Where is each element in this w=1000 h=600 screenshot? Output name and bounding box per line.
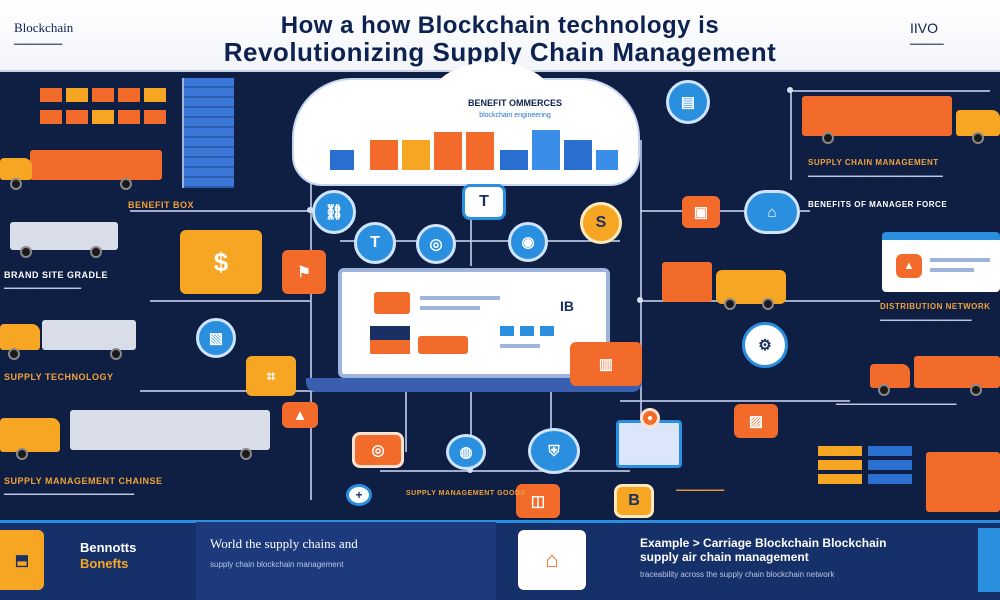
growth-chart-icon[interactable]: ⌂ [518,530,586,590]
benefits-icon[interactable]: ⬒ [0,530,44,590]
label-left-2-sub: ━━━━━━━━━━━━━━━━ [4,284,82,293]
tools-icon[interactable]: ⚙ [742,322,788,368]
screen-block-1 [374,292,410,314]
s-icon[interactable]: S [580,202,622,244]
pin-icon[interactable]: ● [640,408,660,428]
label-right-2-sub: ━━━━━━━━━━━━━━━━━━━━━━━━━━━━ [808,172,943,181]
t-icon-2[interactable]: T [354,222,396,264]
cloud-title: BENEFIT OMMERCES [467,98,562,108]
cloud-bars [330,130,620,170]
label-right-3: DISTRIBUTION NETWORK [880,302,991,311]
bottom-right-accent [978,528,1000,592]
b-icon[interactable]: B [614,484,654,518]
page-title-line2: Revolutionizing Supply Chain Management [223,37,777,67]
cloud-top [432,62,552,132]
label-left-2: BRAND SITE GRADLE [4,270,109,280]
label-right-4-sub: ━━━━━━━━━━━━━━━━━━━━━━━━━ [836,400,957,409]
screen-block-2 [370,326,410,354]
truck-icon-mid-left [0,320,140,360]
building-icon [182,78,234,188]
laptop-base [306,378,642,392]
truck-icon-top-right [802,96,1000,146]
forklift-icon [662,262,792,310]
document-panel [616,420,682,468]
label-right-2: SUPPLY CHAIN MANAGEMENT [808,158,939,167]
clipboard-icon[interactable]: ▣ [682,196,720,228]
label-left-3: SUPPLY TECHNOLOGY [4,372,114,382]
cart-icon[interactable]: ⌂ [744,190,800,234]
brand-left: Blockchain [14,20,74,35]
screen-badge [418,336,468,354]
cloud-subtitle: blockchain engineering [479,112,551,119]
label-right-3-sub: ━━━━━━━━━━━━━━━━━━━ [880,316,972,325]
label-right-1: BENEFITS OF MANAGER FORCE [808,200,948,209]
package-icon-center[interactable]: ▥ [570,342,642,386]
brand-right: IIVO [910,20,939,36]
truck-icon-lower-right [870,356,1000,396]
receipt-icon[interactable]: ◫ [516,484,560,518]
warehouse-shelves-right [818,446,918,506]
example-sub: traceability across the supply chain blo… [640,570,835,579]
image-icon[interactable]: ▨ [734,404,778,438]
brand-left-underline: ━━━━━━━━━━ [14,40,63,49]
example-title: Example > Carriage Blockchain Blockchain [640,536,887,550]
world-panel [196,522,496,600]
link-icon[interactable]: ◎ [416,224,456,264]
label-right-5: ━━━━━━━━━━ [676,486,725,495]
chart-icon-small[interactable]: ▲ [282,402,318,428]
coin-icon[interactable]: ◉ [508,222,548,262]
label-center-bottom: SUPPLY MANAGEMENT GOODS [406,490,526,497]
target-icon[interactable]: ◎ [352,432,404,468]
box-icon-left[interactable]: ▧ [196,318,236,358]
van-icon [0,222,120,258]
shield-icon[interactable]: ⛨ [528,428,580,474]
truck-icon-top-left [0,150,170,190]
benefits-title-1: Bennotts [80,540,137,555]
brand-right-underline: ━━━━━━━ [910,40,944,49]
screen-ib-label: IB [560,298,574,314]
plus-icon[interactable]: + [346,484,372,506]
tag-icon[interactable]: ⌗ [246,356,296,396]
t-icon-1[interactable]: T [462,184,506,220]
screen-lines [420,296,500,300]
flag-icon[interactable]: ⚑ [282,250,326,294]
package-icon-right [926,452,1000,512]
page-title-line1: How a how Blockchain technology is [280,12,720,39]
label-left-4: SUPPLY MANAGEMENT CHAINSE [4,476,163,486]
bottom-band [0,520,1000,600]
globe-icon[interactable]: ◍ [446,434,486,470]
chain-icon[interactable]: ⛓ [312,190,356,234]
world-title: World the supply chains and [210,536,358,551]
chart-icon-right[interactable]: ▲ [896,254,922,278]
warehouse-shelves [40,88,180,140]
truck-icon-lower-left [0,410,280,460]
document-icon-cloud[interactable]: ▤ [666,80,710,124]
laptop-screen [338,268,610,378]
label-left-4-sub: ━━━━━━━━━━━━━━━━━━━━━━━━━━━ [4,490,135,499]
label-left-1: BENEFIT BOX [128,200,195,210]
dollar-bag-icon[interactable]: $ [180,230,262,294]
benefits-title-2: Bonefts [80,556,129,571]
example-title-2: supply air chain management [640,550,809,564]
world-sub: supply chain blockchain management [210,560,344,569]
